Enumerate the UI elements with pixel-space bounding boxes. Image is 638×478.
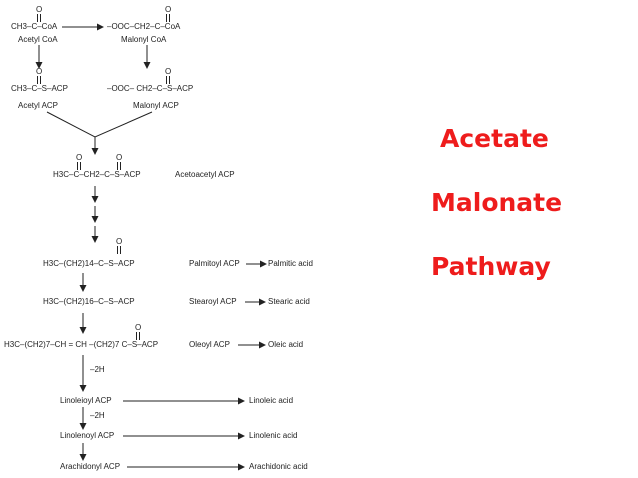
oleoyl-formula: H3C–(CH2)7–CH = CH –(CH2)7 C–S–ACP: [4, 340, 159, 349]
palmitoyl-acp-label: Palmitoyl ACP: [189, 259, 240, 268]
carbonyl-o: O: [116, 237, 122, 246]
merge-lines: [46, 111, 153, 138]
stearic-acid-label: Stearic acid: [268, 297, 310, 306]
acetoacetyl-formula: H3C–C–CH2–C–S–ACP: [53, 170, 141, 179]
palmitic-acid-label: Palmitic acid: [268, 259, 313, 268]
arachidonyl-acp-label: Arachidonyl ACP: [60, 462, 121, 471]
acetoacetyl-label: Acetoacetyl ACP: [175, 170, 235, 179]
carbonyl-o: O: [165, 5, 171, 14]
malonyl-acp-label: Malonyl ACP: [133, 101, 179, 110]
arachidonic-acid-label: Arachidonic acid: [249, 462, 308, 471]
carbonyl-bonds: [37, 14, 170, 340]
linolenoyl-acp-label: Linolenoyl ACP: [60, 431, 115, 440]
linoleioyl-acp-label: Linoleioyl ACP: [60, 396, 112, 405]
linolenic-acid-label: Linolenic acid: [249, 431, 298, 440]
stearoyl-formula: H3C–(CH2)16–C–S–ACP: [43, 297, 135, 306]
oleoyl-acp-label: Oleoyl ACP: [189, 340, 230, 349]
title-pathway: Pathway: [431, 252, 551, 281]
carbonyl-o: O: [76, 153, 82, 162]
title-malonate: Malonate: [431, 188, 563, 217]
palmitoyl-formula: H3C–(CH2)14–C–S–ACP: [43, 259, 135, 268]
malonyl-acp-formula: –OOC– CH2–C–S–ACP: [107, 84, 194, 93]
carbonyl-o: O: [116, 153, 122, 162]
stearoyl-acp-label: Stearoyl ACP: [189, 297, 237, 306]
carbonyl-o: O: [36, 67, 42, 76]
carbonyl-o: O: [36, 5, 42, 14]
desaturation-label-1: –2H: [90, 365, 105, 374]
malonyl-coa-formula: –OOC–CH2–C–CoA: [107, 22, 181, 31]
carbonyl-o: O: [165, 67, 171, 76]
title-acetate: Acetate: [440, 124, 549, 153]
malonyl-coa-label: Malonyl CoA: [121, 35, 167, 44]
oleic-acid-label: Oleic acid: [268, 340, 304, 349]
carbonyl-o: O: [135, 323, 141, 332]
linoleic-acid-label: Linoleic acid: [249, 396, 294, 405]
desaturation-label-2: –2H: [90, 411, 105, 420]
acetyl-coa-formula: CH3–C–CoA: [11, 22, 58, 31]
acetyl-acp-label: Acetyl ACP: [18, 101, 59, 110]
acetyl-acp-formula: CH3–C–S–ACP: [11, 84, 68, 93]
acetyl-coa-label: Acetyl CoA: [18, 35, 58, 44]
